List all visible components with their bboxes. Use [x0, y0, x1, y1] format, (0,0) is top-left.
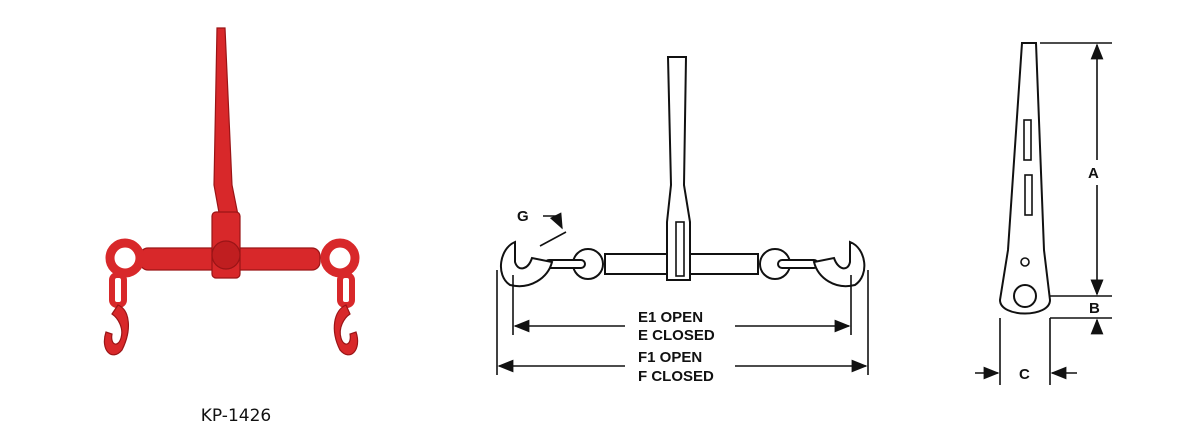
left-eye [105, 238, 145, 278]
right-hook [812, 240, 866, 288]
load-binder-photo [103, 27, 360, 356]
right-eye [320, 238, 360, 278]
e1-open-label: E1 OPEN [638, 309, 703, 326]
f-closed-label: F CLOSED [638, 368, 714, 385]
c-label: C [1019, 366, 1030, 383]
left-hook [500, 240, 554, 288]
b-label: B [1089, 300, 1100, 317]
side-view-diagram: G E1 OPEN E CLOSED F1 OPEN F CLOSED [496, 56, 869, 385]
model-label: KP-1426 [201, 406, 271, 426]
a-label: A [1088, 165, 1099, 182]
binder-handle [213, 27, 239, 219]
right-hook [333, 304, 359, 356]
handle [666, 56, 691, 281]
left-hook [103, 304, 129, 356]
g-label: G [517, 208, 529, 225]
end-view-diagram: A B C [975, 42, 1112, 385]
barrel [604, 253, 668, 275]
f1-open-label: F1 OPEN [638, 349, 702, 366]
e-closed-label: E CLOSED [638, 327, 715, 344]
